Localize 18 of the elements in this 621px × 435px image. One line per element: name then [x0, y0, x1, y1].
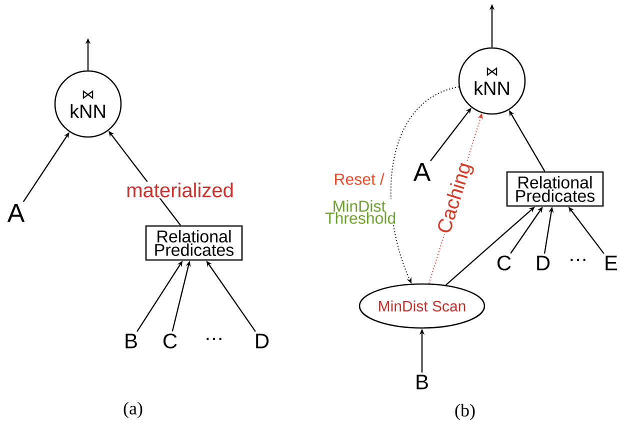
ellipsis: … [203, 336, 225, 342]
relation-label: D [256, 334, 269, 348]
relation-label: C [163, 334, 177, 348]
ellipsis: … [567, 258, 589, 262]
relation-label: D [537, 256, 550, 270]
process-box: Relational Predicates [506, 171, 604, 207]
process-box: Relational Predicates [145, 225, 243, 261]
relation-label: A [413, 163, 431, 181]
relation-label: B [416, 374, 428, 390]
relation-label: E [606, 256, 618, 270]
caption: (b) [454, 402, 476, 422]
caption: (a) [122, 400, 144, 420]
relation-label: A [7, 204, 25, 222]
annotation-text: Reset / [332, 172, 386, 186]
edge-label: materialized [125, 182, 235, 198]
relation-label: C [497, 256, 511, 270]
annotation-text: MinDist Threshold [324, 199, 396, 225]
relation-label: B [126, 334, 137, 348]
